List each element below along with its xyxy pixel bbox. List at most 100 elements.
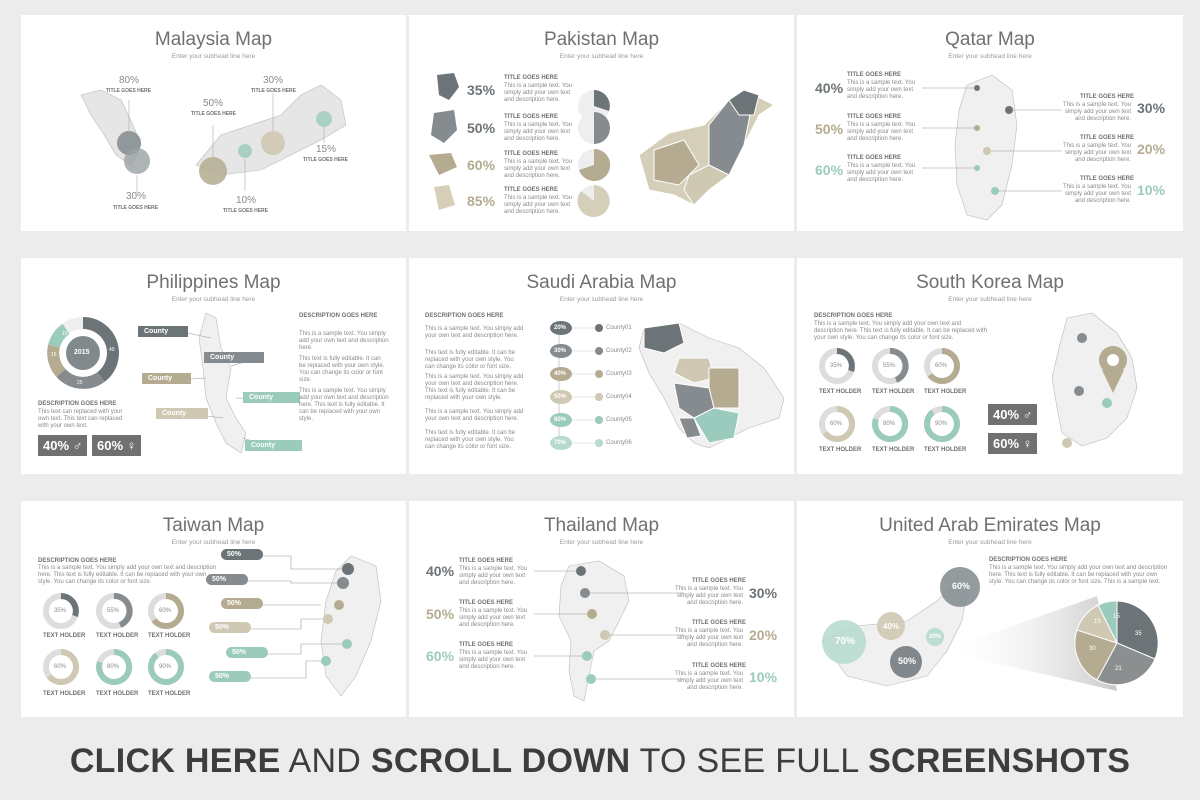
banner-screenshots: SCREENSHOTS: [868, 742, 1131, 780]
slide-uae[interactable]: United Arab Emirates Map Enter your subh…: [797, 501, 1183, 717]
taiwan-desc-title: DESCRIPTION GOES HERE: [38, 558, 117, 564]
thailand-item-text: This is a sample text. You simply add yo…: [674, 671, 743, 691]
donut-value-3: 15: [51, 352, 57, 358]
county-pill[interactable]: County: [204, 352, 264, 363]
philippines-desc-title: DESCRIPTION GOES HERE: [38, 401, 117, 407]
qatar-right-pct-3: 10%: [1137, 182, 1166, 198]
taiwan-pill[interactable]: 50%: [206, 574, 248, 585]
malaysia-pct-5: 10%: [236, 195, 257, 206]
slide-south-korea[interactable]: South Korea Map Enter your subhead line …: [797, 258, 1183, 474]
malaysia-pct-1: 80%: [119, 75, 140, 86]
slide-philippines[interactable]: Philippines Map Enter your subhead line …: [21, 258, 406, 474]
donut-value-4: 10: [62, 331, 68, 337]
pakistan-map: [429, 73, 775, 217]
slide-subhead: Enter your subhead line here: [948, 53, 1032, 60]
malaysia-pct-4: 30%: [263, 75, 284, 86]
thailand-right-pct-1: 30%: [749, 585, 778, 601]
slide-malaysia[interactable]: Malaysia Map Enter your subhead line her…: [21, 15, 406, 231]
uae-pie-label: 15: [1094, 619, 1101, 625]
slide-qatar[interactable]: Qatar Map Enter your subhead line here 4…: [797, 15, 1183, 231]
uae-pie-label: 35: [1135, 631, 1142, 637]
female-percent: 60% ♀: [988, 433, 1038, 454]
slide-title: Philippines Map: [146, 272, 281, 293]
slide-thailand[interactable]: Thailand Map Enter your subhead line her…: [409, 501, 794, 717]
qatar-right-pct-1: 30%: [1137, 100, 1166, 116]
taiwan-text-holder: TEXT HOLDER: [96, 691, 139, 697]
slide-title: Thailand Map: [543, 515, 660, 536]
thailand-item-text: This is a sample text. You simply add yo…: [459, 608, 528, 628]
slide-pakistan[interactable]: Pakistan Map Enter your subhead line her…: [409, 15, 794, 231]
philippines-chart: [47, 312, 270, 454]
slide-title: Pakistan Map: [543, 29, 660, 50]
cta-banner[interactable]: CLICK HERE AND SCROLL DOWN TO SEE FULL S…: [0, 742, 1200, 781]
thailand-item-title: TITLE GOES HERE: [692, 663, 747, 669]
saudi-county-label: County03: [606, 371, 632, 377]
taiwan-text-holder: TEXT HOLDER: [148, 691, 191, 697]
slide-taiwan[interactable]: Taiwan Map Enter your subhead line here …: [21, 501, 406, 717]
pakistan-item-title: TITLE GOES HERE: [504, 187, 559, 193]
taiwan-pill[interactable]: 50%: [226, 647, 268, 658]
korea-donut-value: 55%: [883, 363, 896, 369]
county-pill[interactable]: County: [142, 373, 191, 384]
banner-scroll-down: SCROLL DOWN: [370, 742, 631, 780]
county-pill[interactable]: County: [243, 392, 300, 403]
korea-map: [819, 312, 1138, 448]
uae-pie-label: 30: [1089, 646, 1096, 652]
county-pill[interactable]: County: [156, 408, 208, 419]
taiwan-pill[interactable]: 50%: [209, 671, 251, 682]
slide-title: Taiwan Map: [162, 515, 265, 536]
korea-text-holder: TEXT HOLDER: [872, 389, 915, 395]
donut-center-year: 2015: [74, 349, 90, 356]
slide-subhead: Enter your subhead line here: [559, 53, 644, 60]
person-icon: ♂: [1022, 407, 1033, 422]
saudi-desc-text: This text is fully editable. It can be r…: [425, 430, 516, 450]
taiwan-donut-value: 60%: [54, 664, 67, 670]
taiwan-text-holder: TEXT HOLDER: [43, 633, 86, 639]
thailand-item-title: TITLE GOES HERE: [692, 578, 747, 584]
korea-desc-text: This is a sample text. You simply add yo…: [814, 321, 987, 341]
philippines-right-title: DESCRIPTION GOES HERE: [299, 313, 378, 319]
qatar-item-text: This is a sample text. You simply add yo…: [847, 80, 916, 100]
saudi-county-label: County06: [606, 440, 632, 446]
pakistan-item-title: TITLE GOES HERE: [504, 151, 559, 157]
malaysia-label-3: TITLE GOES HERE: [191, 111, 237, 117]
qatar-item-title: TITLE GOES HERE: [1080, 94, 1135, 100]
uae-bubble-value: 50%: [898, 656, 917, 666]
taiwan-pill[interactable]: 50%: [221, 598, 263, 609]
saudi-desc-text: This is a sample text. You simply add yo…: [425, 326, 524, 339]
taiwan-pill[interactable]: 50%: [221, 549, 263, 560]
thailand-item-title: TITLE GOES HERE: [459, 642, 514, 648]
taiwan-donut-value: 35%: [54, 608, 67, 614]
korea-donut-value: 60%: [935, 363, 948, 369]
slide-saudi[interactable]: Saudi Arabia Map Enter your subhead line…: [409, 258, 794, 474]
korea-text-holder: TEXT HOLDER: [924, 447, 967, 453]
thailand-item-text: This is a sample text. You simply add yo…: [674, 628, 743, 648]
saudi-county-label: County04: [606, 394, 632, 400]
taiwan-text-holder: TEXT HOLDER: [43, 691, 86, 697]
saudi-value: 70%: [554, 440, 567, 446]
philippines-desc-text: This text can replaced with your own tex…: [38, 409, 123, 429]
qatar-left-pct-3: 60%: [815, 162, 844, 178]
pakistan-item-text: This is a sample text. You simply add yo…: [504, 195, 573, 215]
pakistan-item-text: This is a sample text. You simply add yo…: [504, 83, 573, 103]
taiwan-pill[interactable]: 50%: [209, 622, 251, 633]
thailand-item-title: TITLE GOES HERE: [459, 600, 514, 606]
taiwan-map: [43, 555, 382, 697]
male-percent: 40% ♂: [38, 435, 88, 456]
malaysia-pct-6: 15%: [316, 144, 337, 155]
thailand-left-pct-1: 40%: [426, 563, 455, 579]
saudi-value: 20%: [554, 325, 567, 331]
qatar-item-text: This is a sample text. You simply add yo…: [1062, 102, 1131, 122]
qatar-map: [922, 74, 1062, 221]
county-pill[interactable]: County: [138, 326, 188, 337]
thailand-left-pct-2: 50%: [426, 606, 455, 622]
korea-donut-value: 90%: [935, 421, 948, 427]
donut-value-1: 40: [109, 347, 115, 353]
saudi-county-label: County05: [606, 417, 632, 423]
slide-title: Qatar Map: [945, 29, 1035, 50]
saudi-desc-text: This is a sample text. You simply add yo…: [425, 409, 524, 422]
pakistan-pct-2: 50%: [467, 120, 496, 136]
malaysia-label-2: TITLE GOES HERE: [113, 205, 159, 211]
county-pill[interactable]: County: [245, 440, 302, 451]
saudi-value: 50%: [554, 394, 567, 400]
